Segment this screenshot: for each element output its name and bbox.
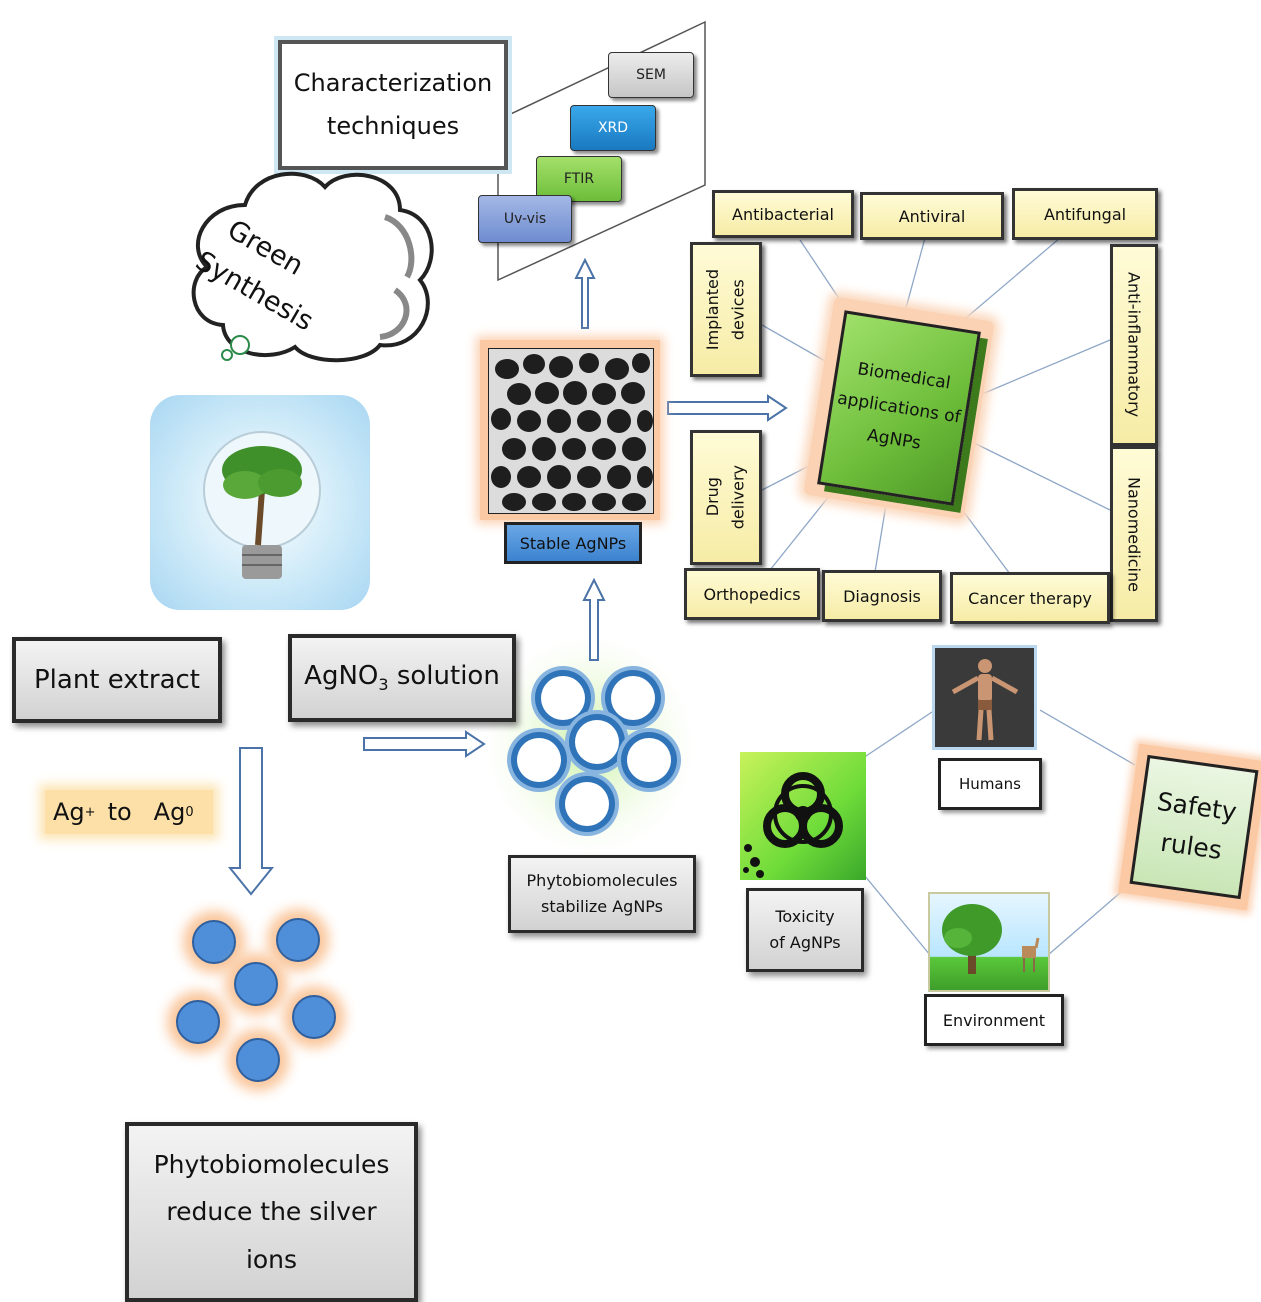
capped-nanoparticle [517,738,561,782]
app-orthopedics: Orthopedics [684,568,820,620]
reduction-ag: Ag [53,798,85,826]
environment-image [928,892,1050,992]
human-figure-icon [951,659,1019,741]
app-anti-inflammatory: Anti-inflammatory [1110,244,1158,446]
agno3-label: AgNO3 solution [304,661,500,694]
technique-sem-label: SEM [636,67,666,83]
app-antifungal: Antifungal [1012,188,1158,240]
toxicity-line1: Toxicity [775,907,835,927]
technique-uvvis-label: Uv-vis [503,211,547,227]
green-synthesis-cloud: Green Synthesis [185,165,440,365]
agno3-subscript: 3 [378,675,389,695]
silver-nanoparticle [192,920,236,964]
characterization-box: Characterization techniques [278,40,508,170]
app-drug-line2: delivery [729,465,748,530]
toxicity-line2: of AgNPs [769,933,841,952]
reduction-to: to [107,798,132,826]
reduction-zero: 0 [185,804,194,820]
reduce-line2: reduce the silver [166,1197,377,1227]
technique-sem: SEM [608,52,694,98]
reduction-ag0: Ag [153,798,186,826]
reduction-plus: + [84,804,96,820]
characterization-title-line1: Characterization [293,68,493,97]
app-orthopedics-label: Orthopedics [703,584,801,604]
app-implanted-label: Implanted devices [700,269,751,350]
app-antiviral-label: Antiviral [898,206,966,226]
biohazard-icon [743,772,843,878]
capped-nanoparticle [611,676,655,720]
technique-xrd-label: XRD [597,120,629,136]
safety-line2: rules [1158,827,1224,865]
app-cancer-label: Cancer therapy [968,588,1092,608]
app-antibacterial: Antibacterial [712,190,854,238]
app-diagnosis: Diagnosis [822,570,942,622]
capped-nanoparticle [541,676,585,720]
capped-nanoparticle [565,782,609,826]
app-drug-line1: Drug [703,477,723,518]
app-cancer-therapy: Cancer therapy [950,572,1110,624]
app-diagnosis-label: Diagnosis [843,586,921,606]
silver-nanoparticle [234,962,278,1006]
tem-image [480,340,660,520]
capped-nanoparticle [627,738,671,782]
environment-box: Environment [924,994,1064,1046]
human-figure-image [932,645,1037,750]
capped-nanoparticle [575,720,619,764]
plant-extract-box: Plant extract [12,637,222,723]
humans-box: Humans [938,758,1042,810]
technique-uvvis: Uv-vis [478,195,572,243]
stabilize-agnps-box: Phytobiomolecules stabilize AgNPs [508,855,696,933]
silver-nanoparticle [236,1038,280,1082]
technique-ftir: FTIR [536,156,622,202]
environment-label: Environment [942,1010,1046,1030]
safety-rules-box: Safety rules [1129,754,1259,900]
reduce-line3: ions [245,1244,298,1274]
agno3-solution-box: AgNO3 solution [288,634,516,722]
app-anti-inflammatory-label: Anti-inflammatory [1124,272,1144,418]
tree-deer-icon [942,904,1040,974]
app-antiviral: Antiviral [860,192,1004,240]
app-antibacterial-label: Antibacterial [732,204,834,224]
silver-nanoparticle [176,1000,220,1044]
app-nanomedicine: Nanomedicine [1110,446,1158,622]
silver-nanoparticle [276,918,320,962]
agno3-suffix: solution [388,661,500,692]
app-antifungal-label: Antifungal [1043,204,1127,224]
technique-xrd: XRD [570,105,656,151]
app-implanted-line1: Implanted [703,268,723,351]
lightbulb-icon [203,431,321,579]
humans-label: Humans [959,775,1021,793]
app-nanomedicine-label: Nanomedicine [1124,476,1144,592]
tem-micrograph [488,348,654,514]
plant-extract-label: Plant extract [33,665,200,695]
app-drug-label: Drug delivery [700,465,751,529]
biomedical-box: Biomedical applications of AgNPs [817,310,981,506]
app-drug-delivery: Drug delivery [690,430,762,565]
stable-agnps-label-box: Stable AgNPs [504,522,642,564]
app-implanted-devices: Implanted devices [690,242,762,377]
lightbulb-tree-image [150,395,370,610]
biohazard-image [740,752,866,880]
characterization-title-line2: techniques [326,112,460,140]
reduce-silver-ions-box: Phytobiomolecules reduce the silver ions [125,1122,418,1302]
toxicity-box: Toxicity of AgNPs [746,888,864,972]
app-implanted-line2: devices [729,279,748,340]
agno3-prefix: AgNO [304,661,379,692]
flow-arrows [227,257,788,896]
silver-nanoparticle [292,995,336,1039]
cloud-shape [191,171,434,363]
stabilize-line2: stabilize AgNPs [540,897,663,916]
stabilize-line1: Phytobiomolecules [526,871,678,891]
stable-agnps-label: Stable AgNPs [519,533,627,553]
reduce-line1: Phytobiomolecules [153,1149,390,1179]
technique-ftir-label: FTIR [563,171,595,187]
